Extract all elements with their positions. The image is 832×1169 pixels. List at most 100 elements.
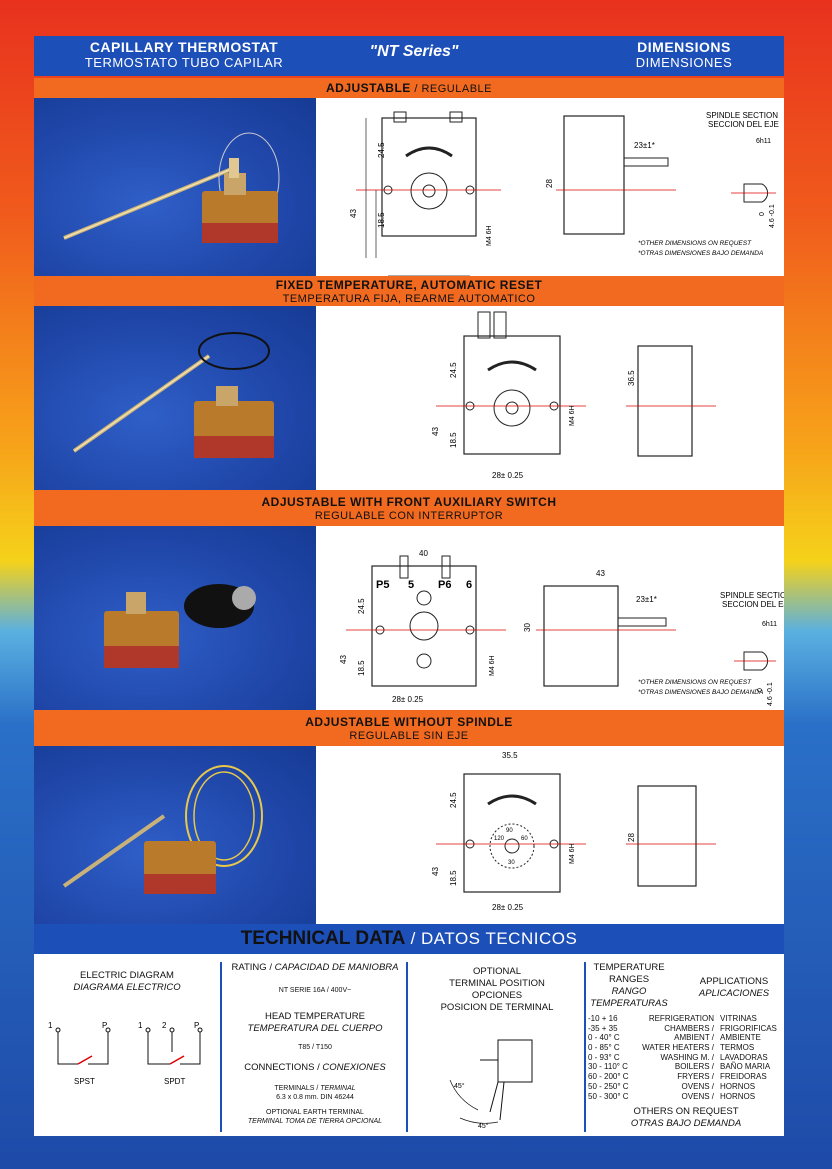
dim-6h11: 6h11: [762, 621, 777, 628]
series-name: "NT Series": [369, 43, 459, 60]
dim-18-5: 18.5: [377, 212, 386, 228]
dim-28-tolerance: 28± 0.25: [392, 695, 424, 704]
dimension-drawing: 43 24.5 18.5 28± 0.25 M4 6H 28 23±1* SPI…: [316, 98, 784, 276]
header-title-es: TERMOSTATO TUBO CAPILAR: [84, 55, 284, 70]
rating-label: RATING / CAPACIDAD DE MANIOBRA: [231, 962, 399, 973]
dim-m4: M4 6H: [486, 225, 493, 246]
terminal-5: 5: [408, 579, 414, 591]
section-title: ADJUSTABLE WITH FRONT AUXILIARY SWITCH: [261, 495, 557, 509]
product-row-no-spindle: 120 90 60 30 35.5 43 24.5 18.5 28± 0.25 …: [34, 746, 784, 924]
spdt-pin-1: 1: [138, 1021, 143, 1030]
section-band-no-spindle: ADJUSTABLE WITHOUT SPINDLE REGULABLE SIN…: [34, 710, 784, 746]
dimension-drawing: 43 24.5 18.5 28± 0.25 M4 6H 36.5: [316, 306, 784, 490]
spdt-label: SPDT: [164, 1077, 185, 1086]
column-divider: [220, 962, 222, 1132]
section-band-adjustable: ADJUSTABLE / REGULABLE: [34, 78, 784, 98]
dim-4-6: 4.6 -0.1: [767, 682, 774, 706]
terminal-position-en: TERMINAL POSITION: [449, 978, 545, 989]
temperature-ranges-column: TEMPERATURE RANGES RANGO TEMPERATURAS AP…: [588, 954, 784, 1136]
dim-23: 23±1*: [636, 595, 657, 604]
dimensions-title-en: DIMENSIONS: [637, 39, 731, 55]
section-title: ADJUSTABLE WITHOUT SPINDLE: [305, 715, 513, 729]
spindle-section-en: SPINDLE SECTION: [720, 591, 784, 600]
earth-terminal-es: TERMINAL TOMA DE TIERRA OPCIONAL: [247, 1118, 383, 1125]
section-band-fixed: FIXED TEMPERATURE, AUTOMATIC RESET TEMPE…: [34, 276, 784, 306]
spdt-pin-p: P: [194, 1021, 199, 1030]
angle-45-a: 45°: [454, 1082, 465, 1090]
optional-es: OPCIONES: [471, 990, 523, 1001]
header-bar: CAPILLARY THERMOSTAT TERMOSTATO TUBO CAP…: [34, 36, 784, 76]
others-on-request: OTHERS ON REQUEST OTRAS BAJO DEMANDA: [630, 1106, 742, 1129]
dim-28-tolerance: 28± 0.25: [492, 471, 524, 480]
spindle-section-es: SECCION DEL EJE: [708, 120, 779, 129]
dim-28: 28: [545, 179, 554, 188]
catalog-sheet: CAPILLARY THERMOSTAT TERMOSTATO TUBO CAP…: [34, 36, 784, 1136]
terminal-p6: P6: [438, 579, 451, 591]
dim-6h11: 6h11: [756, 138, 771, 145]
temperature-ranges-header: TEMPERATURE RANGES RANGO TEMPERATURAS: [590, 962, 668, 1009]
dimension-drawing: 120 90 60 30 35.5 43 24.5 18.5 28± 0.25 …: [316, 746, 784, 924]
product-row-adjustable: 43 24.5 18.5 28± 0.25 M4 6H 28 23±1* SPI…: [34, 98, 784, 276]
dim-m4: M4 6H: [489, 655, 496, 676]
terminals-label: TERMINALS / TERMINAL: [274, 1085, 356, 1092]
rating-column: RATING / CAPACIDAD DE MANIOBRA NT SERIE …: [224, 954, 406, 1136]
dim-43: 43: [349, 209, 358, 218]
section-title: FIXED TEMPERATURE, AUTOMATIC RESET: [275, 278, 543, 292]
dim-24-5: 24.5: [449, 362, 458, 378]
dim-m4: M4 6H: [569, 843, 576, 864]
product-photo: [34, 746, 316, 924]
dial-120: 120: [494, 836, 505, 842]
spindle-section-en: SPINDLE SECTION: [706, 111, 778, 120]
column-divider: [406, 962, 408, 1132]
dim-43-side: 43: [596, 569, 605, 578]
rating-value: NT SERIE 16A / 400V~: [278, 987, 352, 994]
section-band-aux-switch: ADJUSTABLE WITH FRONT AUXILIARY SWITCH R…: [34, 490, 784, 526]
electric-diagram-en: ELECTRIC DIAGRAM: [80, 970, 174, 981]
section-subtitle: REGULABLE CON INTERRUPTOR: [314, 510, 504, 522]
dimension-drawing: P5 5 P6 6 40 43 24.5 18.5 28± 0.25 M4 6H: [316, 526, 784, 710]
dim-43: 43: [431, 427, 440, 436]
dim-24-5: 24.5: [357, 598, 366, 614]
spst-label: SPST: [74, 1077, 95, 1086]
dim-23: 23±1*: [634, 141, 655, 150]
connections-label: CONNECTIONS / CONEXIONES: [244, 1062, 386, 1073]
product-photo: [34, 526, 316, 710]
dimensions-title-es: DIMENSIONES: [635, 55, 733, 70]
header-right: DIMENSIONS DIMENSIONES: [594, 39, 774, 71]
dim-43: 43: [431, 867, 440, 876]
dim-35-5: 35.5: [502, 751, 518, 760]
spst-pin-1: 1: [48, 1021, 53, 1030]
section-subtitle: TEMPERATURA FIJA, REARME AUTOMATICO: [282, 293, 536, 305]
section-subtitle: REGULABLE SIN EJE: [349, 730, 469, 742]
electric-diagram-es: DIAGRAMA ELECTRICO: [73, 982, 181, 993]
technical-data-title-es: DATOS TECNICOS: [421, 929, 578, 948]
applications-header: APPLICATIONS APLICACIONES: [698, 976, 770, 999]
dim-tolerance-0: 0: [759, 212, 766, 216]
dial-30: 30: [508, 860, 515, 866]
terminal-position-es: POSICION DE TERMINAL: [440, 1002, 554, 1013]
column-divider: [584, 962, 586, 1132]
earth-terminal-en: OPTIONAL EARTH TERMINAL: [266, 1109, 364, 1116]
spst-pin-p: P: [102, 1021, 107, 1030]
technical-data-title: TECHNICAL DATA: [240, 928, 406, 949]
section-subtitle: REGULABLE: [421, 83, 492, 95]
angle-45-b: 45°: [478, 1122, 489, 1130]
electric-diagram: ELECTRIC DIAGRAM DIAGRAMA ELECTRICO 1 P …: [34, 954, 220, 1136]
dim-24-5: 24.5: [377, 142, 386, 158]
dim-36-5: 36.5: [627, 370, 636, 386]
other-dims-en: *OTHER DIMENSIONS ON REQUEST: [638, 240, 752, 247]
dim-4-6: 4.6 -0.1: [769, 204, 776, 228]
terminal-position-column: OPTIONAL TERMINAL POSITION OPCIONES POSI…: [410, 954, 584, 1136]
head-temperature-value: T85 / T150: [298, 1044, 332, 1051]
section-title: ADJUSTABLE: [326, 81, 411, 95]
dim-40: 40: [419, 549, 428, 558]
spdt-pin-2: 2: [162, 1021, 167, 1030]
other-dims-es: *OTRAS DIMENSIONES BAJO DEMANDA: [638, 689, 763, 696]
dim-28-tolerance: 28± 0.25: [492, 903, 524, 912]
